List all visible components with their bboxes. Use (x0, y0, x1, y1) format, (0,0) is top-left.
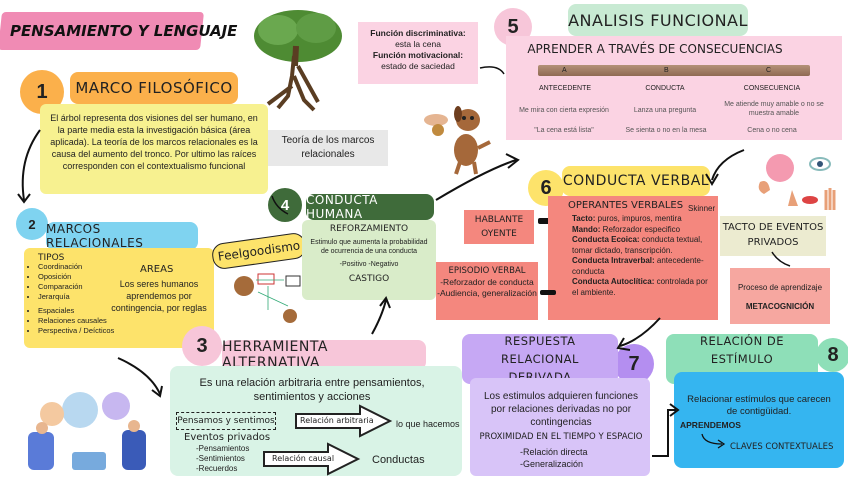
arrow-1-to-2 (23, 130, 40, 200)
arrow-6-to-7 (620, 318, 660, 346)
arrow-2-to-3 (118, 358, 160, 394)
arrow-7-to-8 (652, 410, 676, 456)
arrow-3-to-4 (372, 300, 386, 334)
arrow-4-to-5 (436, 160, 516, 200)
